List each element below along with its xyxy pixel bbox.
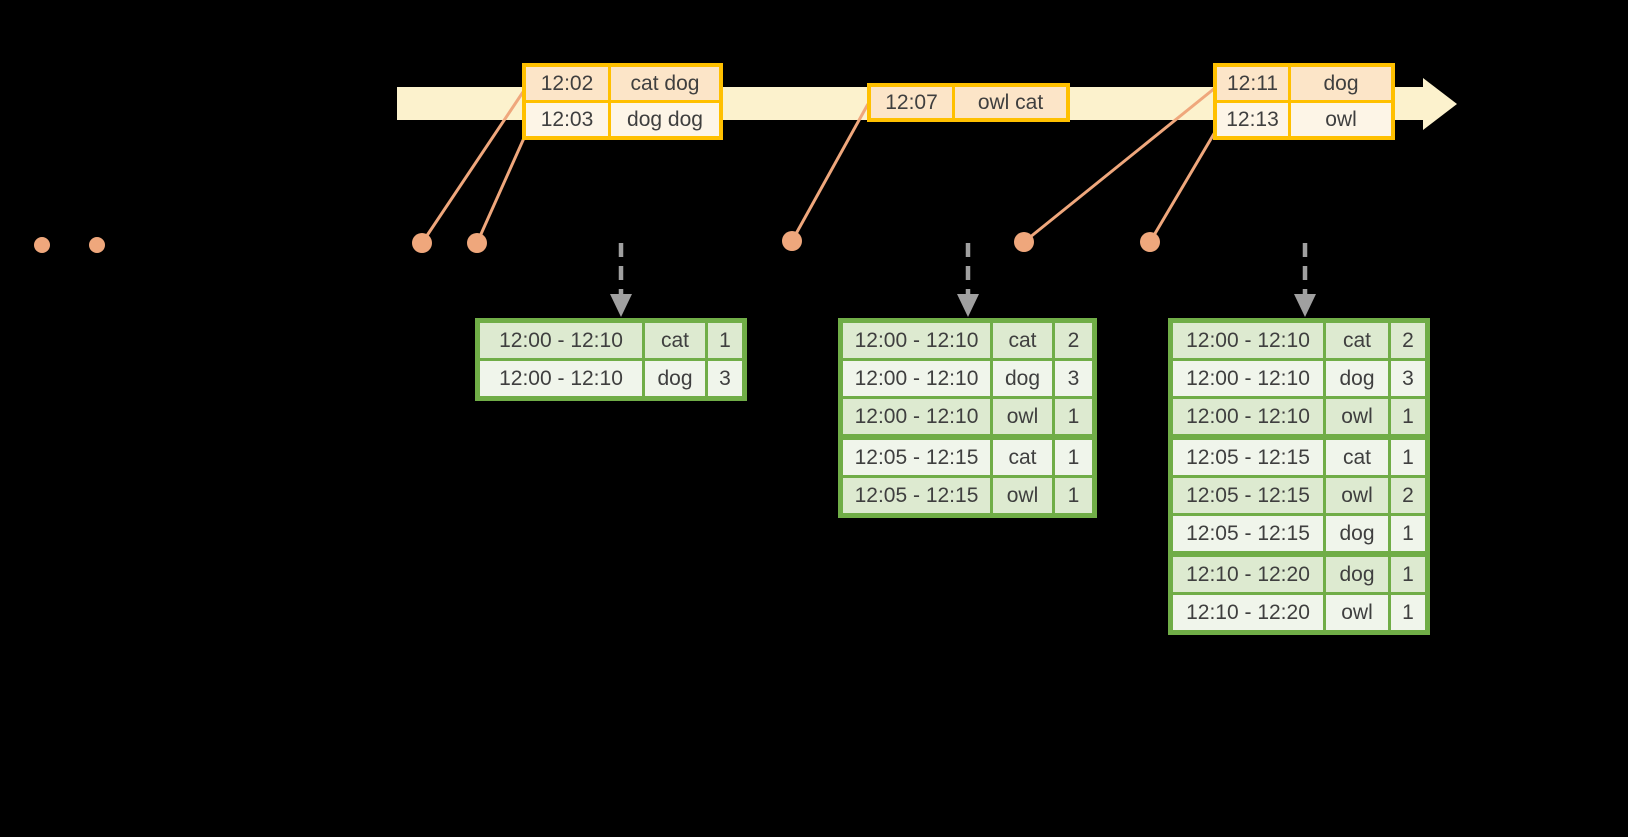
- window-cell: 12:00 - 12:10: [843, 399, 990, 434]
- window-cell: 12:05 - 12:15: [843, 440, 990, 475]
- count-cell: 3: [1391, 361, 1425, 396]
- trigger-arrow-icon: [957, 243, 979, 317]
- count-cell: 2: [1055, 323, 1092, 358]
- count-cell: 1: [1055, 440, 1092, 475]
- words-cell: owl: [1291, 103, 1391, 136]
- window-cell: 12:00 - 12:10: [1173, 399, 1323, 434]
- time-cell: 12:11: [1217, 67, 1288, 100]
- trigger-arrow-icon: [610, 243, 632, 317]
- word-cell: owl: [1326, 399, 1388, 434]
- count-cell: 1: [1391, 516, 1425, 551]
- connector-line: [420, 91, 525, 244]
- count-cell: 1: [1391, 440, 1425, 475]
- word-cell: cat: [1326, 440, 1388, 475]
- window-cell: 12:00 - 12:10: [480, 323, 642, 358]
- window-cell: 12:10 - 12:20: [1173, 595, 1323, 630]
- word-cell: cat: [645, 323, 705, 358]
- connector-line: [1023, 86, 1216, 244]
- time-cell: 12:02: [526, 67, 608, 100]
- count-cell: 2: [1391, 478, 1425, 513]
- window-cell: 12:00 - 12:10: [1173, 323, 1323, 358]
- word-cell: cat: [993, 440, 1052, 475]
- event-dot-icon: [782, 231, 802, 251]
- count-cell: 2: [1391, 323, 1425, 358]
- time-cell: 12:03: [526, 103, 608, 136]
- word-cell: dog: [1326, 361, 1388, 396]
- word-cell: owl: [1326, 478, 1388, 513]
- word-cell: owl: [1326, 595, 1388, 630]
- word-cell: dog: [645, 361, 705, 396]
- word-cell: cat: [1326, 323, 1388, 358]
- event-dot-icon: [1140, 232, 1160, 252]
- window-cell: 12:00 - 12:10: [480, 361, 642, 396]
- window-cell: 12:00 - 12:10: [843, 323, 990, 358]
- count-cell: 3: [1055, 361, 1092, 396]
- event-dot-icon: [412, 233, 432, 253]
- words-cell: dog: [1291, 67, 1391, 100]
- count-cell: 1: [1055, 399, 1092, 434]
- word-cell: owl: [993, 478, 1052, 513]
- event-dot-icon: [1014, 232, 1034, 252]
- words-cell: cat dog: [611, 67, 719, 100]
- trigger-arrow-icon: [1294, 243, 1316, 317]
- count-cell: 1: [1391, 595, 1425, 630]
- time-cell: 12:13: [1217, 103, 1288, 136]
- words-cell: owl cat: [955, 87, 1066, 118]
- event-dot-icon: [89, 237, 105, 253]
- word-cell: dog: [1326, 516, 1388, 551]
- window-cell: 12:10 - 12:20: [1173, 557, 1323, 592]
- word-cell: dog: [1326, 557, 1388, 592]
- word-cell: dog: [993, 361, 1052, 396]
- window-cell: 12:05 - 12:15: [843, 478, 990, 513]
- count-cell: 1: [708, 323, 742, 358]
- window-cell: 12:00 - 12:10: [843, 361, 990, 396]
- timeline-arrowhead-icon: [1423, 78, 1457, 130]
- time-cell: 12:07: [871, 87, 952, 118]
- event-dot-icon: [467, 233, 487, 253]
- window-cell: 12:00 - 12:10: [1173, 361, 1323, 396]
- connector-line: [475, 137, 526, 244]
- word-cell: cat: [993, 323, 1052, 358]
- window-cell: 12:05 - 12:15: [1173, 440, 1323, 475]
- connector-line: [790, 103, 870, 242]
- word-cell: owl: [993, 399, 1052, 434]
- window-cell: 12:05 - 12:15: [1173, 478, 1323, 513]
- count-cell: 1: [1391, 557, 1425, 592]
- window-cell: 12:05 - 12:15: [1173, 516, 1323, 551]
- count-cell: 1: [1055, 478, 1092, 513]
- count-cell: 3: [708, 361, 742, 396]
- connector-line: [1148, 131, 1217, 243]
- event-dot-icon: [34, 237, 50, 253]
- words-cell: dog dog: [611, 103, 719, 136]
- count-cell: 1: [1391, 399, 1425, 434]
